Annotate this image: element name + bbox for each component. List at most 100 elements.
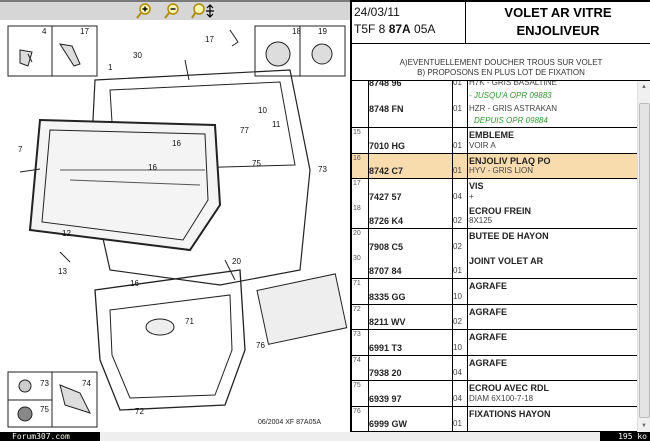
column-divider <box>467 128 468 153</box>
callout-77[interactable]: 77 <box>240 126 249 135</box>
column-divider <box>467 81 468 127</box>
part-number: 7938 20 <box>369 368 402 378</box>
column-divider <box>368 179 369 228</box>
callout-10[interactable]: 10 <box>258 106 267 115</box>
trim-panel <box>94 269 246 411</box>
callout-7[interactable]: 7 <box>18 145 23 154</box>
scrollbar[interactable]: ▲ ▼ <box>637 81 650 432</box>
code-prefix: T5F 8 <box>354 22 389 36</box>
callout-12[interactable]: 12 <box>62 229 71 238</box>
callout-20[interactable]: 20 <box>232 257 241 266</box>
callout-71[interactable]: 71 <box>185 317 194 326</box>
callout-74[interactable]: 74 <box>82 379 91 388</box>
title-line-1: VOLET AR VITRE <box>504 5 612 20</box>
catalog-date: 24/03/11 <box>354 5 400 19</box>
ref-number: 16 <box>353 154 361 162</box>
sub-description: H7K - GRIS BASALTINE <box>469 81 557 87</box>
exploded-parts-diagram: 4 17 30 1 17 18 19 10 11 77 75 73 7 16 16 12 13 20 16 71 76 7… <box>7 25 348 428</box>
ref-number: 18 <box>353 204 361 212</box>
diagram-panel: 4 17 30 1 17 18 19 10 11 77 75 73 7 16 16 12 13 20 16 71 76 7… <box>0 0 350 428</box>
sub-description: DIAM 6X100-7-18 <box>469 393 534 403</box>
zoom-out-icon[interactable] <box>163 3 181 19</box>
callout-72[interactable]: 72 <box>135 407 144 416</box>
column-divider <box>452 153 453 178</box>
part-number: 6939 97 <box>369 393 402 404</box>
column-divider <box>368 153 369 178</box>
scroll-down-icon[interactable]: ▼ <box>641 423 647 429</box>
callout-13[interactable]: 13 <box>58 267 67 276</box>
callout-17[interactable]: 17 <box>205 35 214 44</box>
ref-number: 73 <box>353 331 361 338</box>
zoom-in-icon[interactable] <box>135 3 153 19</box>
scrollbar-thumb[interactable] <box>639 103 650 418</box>
column-divider <box>452 179 453 228</box>
column-divider <box>452 81 453 127</box>
callout-1[interactable]: 1 <box>108 63 113 72</box>
callout-75[interactable]: 75 <box>40 405 49 414</box>
part-number: 8707 84 <box>369 266 402 276</box>
column-divider <box>368 128 369 153</box>
scroll-up-icon[interactable]: ▲ <box>641 84 647 90</box>
callout-17[interactable]: 17 <box>80 27 89 36</box>
callout-16[interactable]: 16 <box>172 139 181 148</box>
callout-73[interactable]: 73 <box>318 165 327 174</box>
callout-11[interactable]: 11 <box>272 120 281 129</box>
catalog-code: T5F 8 87A 05A <box>354 21 435 38</box>
sub-description: HYV - GRIS LION <box>469 166 534 175</box>
availability-note: DEPUIS OPR 09884 <box>474 116 548 125</box>
rear-window <box>28 118 222 252</box>
part-number: 7427 57 <box>369 191 402 202</box>
description: BUTEE DE HAYON <box>469 231 549 241</box>
callout-18[interactable]: 18 <box>292 27 301 36</box>
ref-number: 17 <box>353 180 361 187</box>
quantity: 01 <box>453 266 462 275</box>
callout-16[interactable]: 16 <box>148 163 157 172</box>
column-divider <box>467 279 468 304</box>
page-title: VOLET AR VITRE ENJOLIVEUR <box>466 4 650 40</box>
part-number: 8742 C7 <box>369 166 404 176</box>
callout-76[interactable]: 76 <box>256 341 265 350</box>
quantity: 02 <box>453 317 462 326</box>
part-number: 8335 GG <box>369 291 406 302</box>
column-divider <box>368 229 369 278</box>
diagram-caption: 06/2004 XF 87A05A <box>258 419 321 426</box>
column-divider <box>467 304 468 329</box>
callout-16[interactable]: 16 <box>130 279 139 288</box>
description: EMBLEME <box>469 130 514 140</box>
ref-number: 76 <box>353 407 361 415</box>
callout-30[interactable]: 30 <box>133 51 142 60</box>
callout-73[interactable]: 73 <box>40 379 49 388</box>
callout-4[interactable]: 4 <box>42 27 47 36</box>
callout-75[interactable]: 75 <box>252 159 261 168</box>
column-divider <box>452 355 453 380</box>
pan-zoom-icon[interactable] <box>191 3 215 19</box>
callout-19[interactable]: 19 <box>318 27 327 36</box>
sub-description: 8X125 <box>469 216 493 225</box>
